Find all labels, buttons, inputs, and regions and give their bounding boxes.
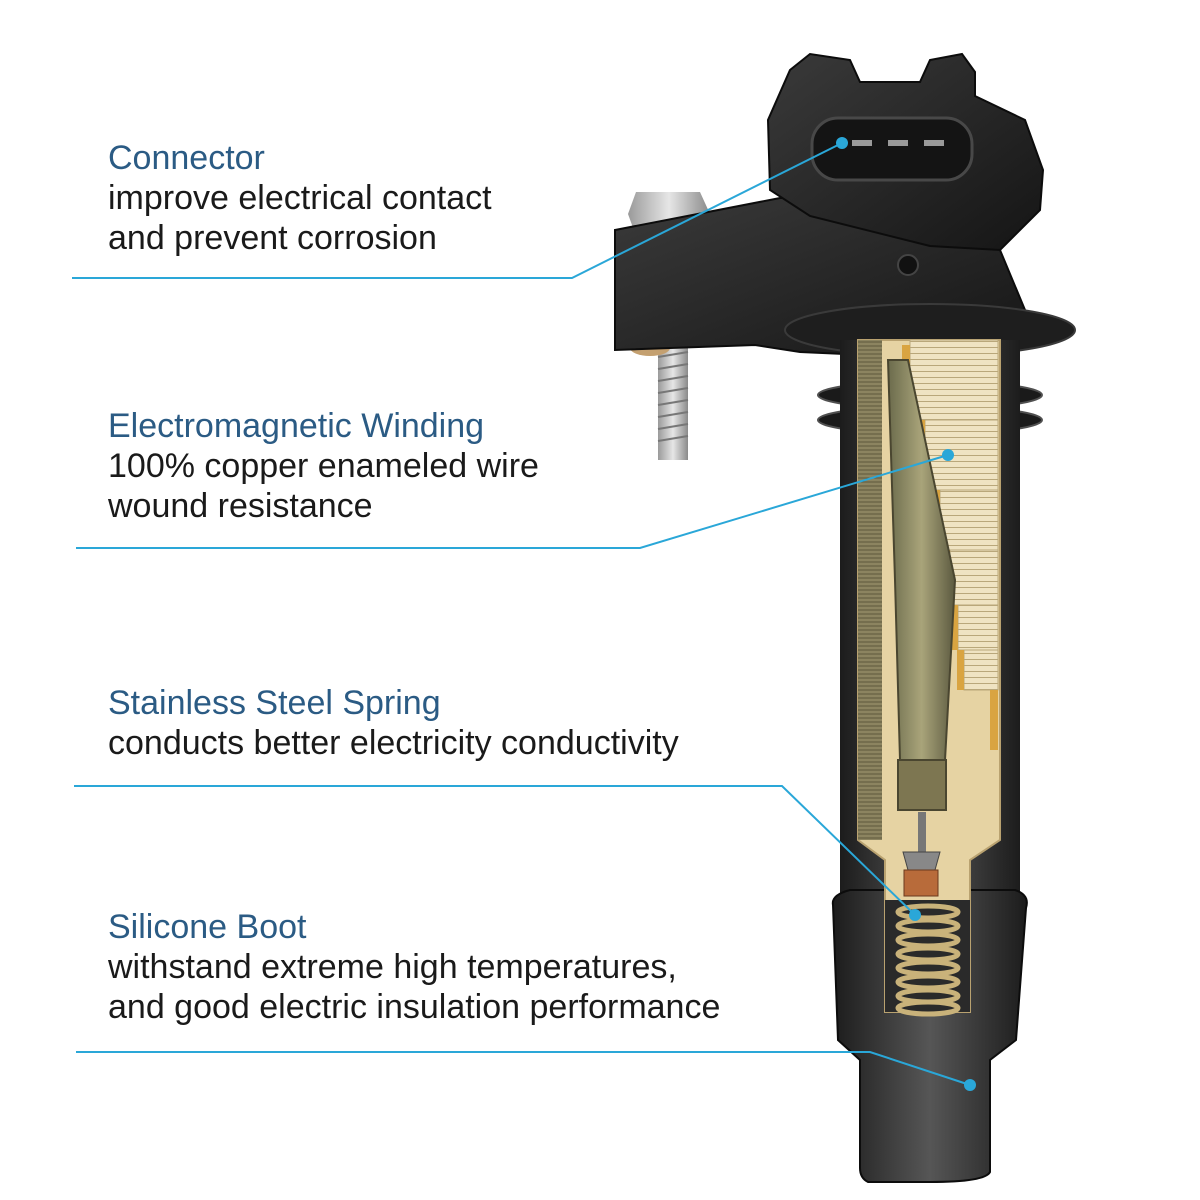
leader-dot-icon — [942, 449, 954, 461]
leader-lines — [72, 142, 971, 1086]
feature-spring: Stainless Steel Spring conducts better e… — [108, 683, 848, 763]
feature-title: Electromagnetic Winding — [108, 407, 485, 445]
leader-line-winding — [76, 454, 949, 549]
feature-title: Silicone Boot — [108, 908, 307, 946]
feature-desc-line: conducts better electricity conductivity — [108, 724, 679, 762]
leader-line-spring — [74, 785, 916, 916]
feature-desc-line: wound resistance — [108, 487, 373, 525]
leader-dot-icon — [964, 1079, 976, 1091]
winding-stack — [909, 339, 999, 691]
feature-desc-line: improve electrical contact — [108, 179, 492, 217]
leader-dot-icon — [909, 909, 921, 921]
feature-desc-line: and good electric insulation performance — [108, 988, 721, 1026]
feature-desc-line: withstand extreme high temperatures, — [108, 948, 677, 986]
feature-connector: Connector improve electrical contact and… — [108, 138, 848, 258]
leader-dot-icon — [836, 137, 848, 149]
silicone-boot — [831, 889, 1028, 1183]
feature-desc-line: 100% copper enameled wire — [108, 447, 539, 485]
leader-line-boot — [76, 1051, 971, 1086]
leader-line-connector — [72, 142, 843, 279]
stainless-spring — [885, 900, 970, 1017]
feature-title: Connector — [108, 139, 265, 177]
feature-winding: Electromagnetic Winding 100% copper enam… — [108, 406, 848, 526]
connector-housing — [766, 52, 1045, 276]
feature-title: Stainless Steel Spring — [108, 684, 441, 722]
feature-desc-line: and prevent corrosion — [108, 219, 437, 257]
hv-terminal — [902, 812, 941, 897]
feature-boot: Silicone Boot withstand extreme high tem… — [108, 907, 848, 1027]
